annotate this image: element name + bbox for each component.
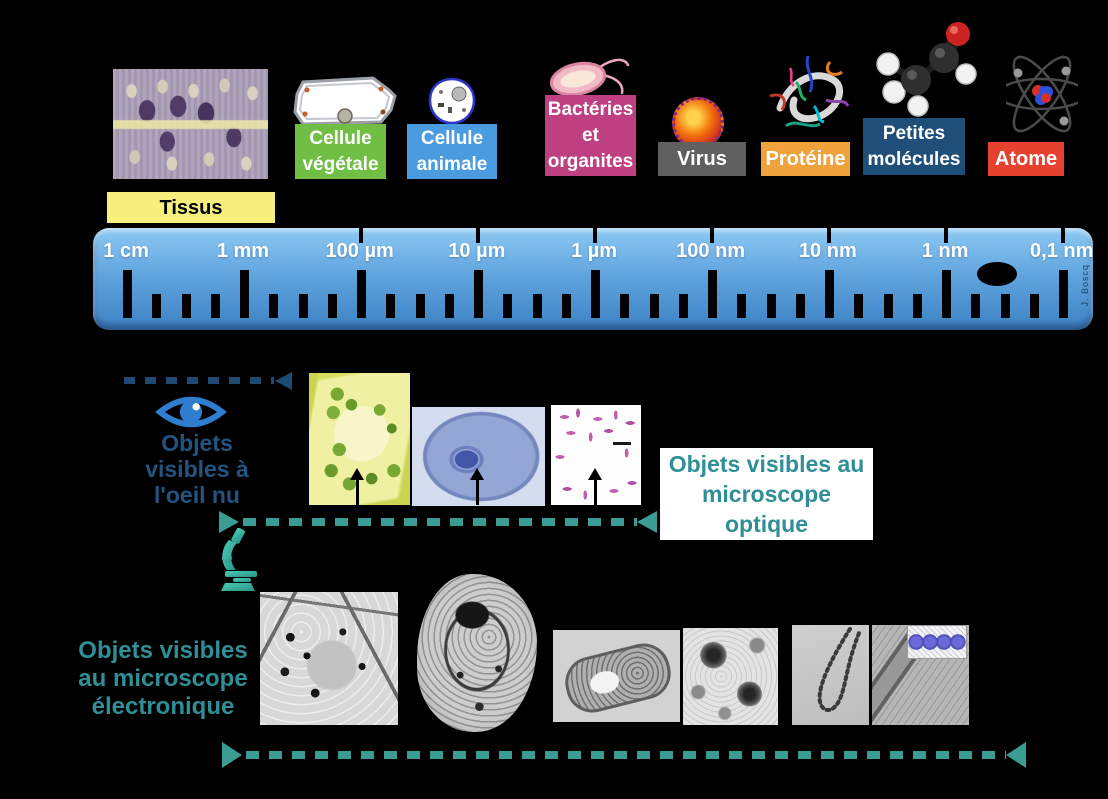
- ruler-major-tick: [708, 270, 717, 318]
- label-bacteries-et-organites: Bactéries et organites: [545, 95, 636, 176]
- em-bacterium-rod: [559, 638, 677, 718]
- ruler-minor-tick: [561, 294, 571, 318]
- label-petites-molecules: Petites molécules: [863, 118, 965, 175]
- ruler-minor-tick: [532, 294, 542, 318]
- ruler-minor-tick: [298, 294, 308, 318]
- em-animal-cell-image: [417, 574, 537, 732]
- tissue-micrograph-image: [113, 69, 268, 179]
- virus-drawing: [672, 97, 724, 149]
- electron-zone-label: Objets visibles au microscope électroniq…: [78, 637, 248, 720]
- ruler-top-tick: [827, 226, 831, 243]
- ruler-minor-tick: [269, 294, 279, 318]
- ruler-major-tick: [591, 270, 600, 318]
- ruler-minor-tick: [854, 294, 864, 318]
- ruler-minor-tick: [386, 294, 396, 318]
- plant-cell-drawing: [293, 76, 397, 126]
- naked-eye-zone-label: Objets visibles à l'oeil nu: [145, 430, 249, 508]
- ruler-minor-tick: [883, 294, 893, 318]
- ruler-minor-tick: [649, 294, 659, 318]
- ruler-major-tick: [357, 270, 366, 318]
- ruler-top-tick: [593, 226, 597, 243]
- small-molecule-drawing: [876, 22, 977, 117]
- em-bacterium-image: [553, 630, 680, 722]
- em-nanotube-image: [872, 625, 969, 725]
- ruler-top-tick: [710, 226, 714, 243]
- ruler-top-tick: [359, 226, 363, 243]
- ruler-minor-tick: [1000, 294, 1010, 318]
- ruler-minor-tick: [210, 294, 220, 318]
- optical-zone-label: Objets visibles au microscope optique: [668, 451, 865, 537]
- ruler-minor-tick: [737, 294, 747, 318]
- animal-cell-drawing: [428, 77, 476, 125]
- em-virus-image: [683, 628, 778, 725]
- naked-eye-range-line: [124, 377, 274, 384]
- ruler-scale-label: 10 nm: [798, 240, 857, 262]
- ruler-scale-label: 10 µm: [448, 240, 506, 262]
- ruler-minor-tick: [152, 294, 162, 318]
- nanotube-model-inset: [907, 625, 967, 659]
- pointer-arrow-animal-icon: [470, 468, 484, 505]
- ruler-minor-tick: [415, 294, 425, 318]
- ruler-minor-tick: [766, 294, 776, 318]
- protein-structure-drawing: [769, 55, 850, 128]
- pointer-arrow-bacteria-icon: [588, 468, 602, 505]
- ruler-scale-label: 1 mm: [216, 240, 270, 262]
- ruler-minor-tick: [327, 294, 337, 318]
- optical-range-left-arrowhead-icon: [219, 511, 239, 533]
- ruler-major-tick: [240, 270, 249, 318]
- eye-icon: [155, 396, 227, 428]
- ruler-major-tick: [1059, 270, 1068, 318]
- electron-range-right-arrowhead-icon: [1006, 742, 1026, 768]
- label-cellule-vegetale: Cellule végétale: [295, 124, 386, 179]
- em-plant-cells-image: [260, 592, 398, 725]
- ruler-minor-tick: [181, 294, 191, 318]
- microscope-icon: [221, 528, 257, 591]
- ruler-scale-label: 100 µm: [325, 240, 394, 262]
- electron-range-left-arrowhead-icon: [222, 742, 242, 768]
- ruler-top-tick: [476, 226, 480, 243]
- label-tissus: Tissus: [107, 192, 275, 223]
- ruler-minor-tick: [620, 294, 630, 318]
- bacterium-drawing: [549, 58, 630, 97]
- ruler-top-tick: [1061, 226, 1065, 243]
- pointer-arrow-plant-icon: [350, 468, 364, 505]
- ruler-attribution: J. Boscq: [1080, 264, 1090, 307]
- scale-ruler: J. Boscq 1 cm 1 mm 100 µm 10 µm 1 µm 100 nm 10…: [93, 226, 1094, 330]
- optical-plant-cells-image: [309, 373, 410, 505]
- ruler-minor-tick: [795, 294, 805, 318]
- ruler-minor-tick: [912, 294, 922, 318]
- em-chain-drawing: [817, 627, 861, 712]
- ruler-minor-tick: [678, 294, 688, 318]
- ruler-minor-tick: [444, 294, 454, 318]
- optical-zone-box: Objets visibles au microscope optique: [660, 448, 873, 540]
- ruler-minor-tick: [1029, 294, 1039, 318]
- ruler-major-tick: [825, 270, 834, 318]
- optical-range-line: [243, 518, 637, 526]
- ruler-minor-tick: [971, 294, 981, 318]
- label-virus: Virus: [658, 142, 746, 176]
- ruler-scale-label: 1 µm: [571, 240, 618, 262]
- ruler-minor-tick: [503, 294, 513, 318]
- naked-eye-arrowhead-icon: [275, 372, 292, 390]
- ruler-major-tick: [123, 270, 132, 318]
- ruler-scale-label: 1 nm: [921, 240, 969, 262]
- label-cellule-animale: Cellule animale: [407, 124, 497, 179]
- optical-range-right-arrowhead-icon: [637, 511, 657, 533]
- electron-range-line: [246, 751, 1006, 759]
- label-proteine: Protéine: [761, 142, 850, 176]
- ruler-scale-label: 1 cm: [103, 240, 149, 262]
- ruler-ellipse-marker: [977, 262, 1017, 286]
- atom-drawing: [1006, 55, 1078, 133]
- label-atome: Atome: [988, 142, 1064, 176]
- ruler-top-tick: [944, 226, 948, 243]
- ruler-major-tick: [474, 270, 483, 318]
- em-protein-chain-image: [792, 625, 869, 725]
- ruler-scale-label: 100 nm: [676, 240, 746, 262]
- ruler-scale-label: 0,1 nm: [1030, 240, 1094, 262]
- ruler-major-tick: [942, 270, 951, 318]
